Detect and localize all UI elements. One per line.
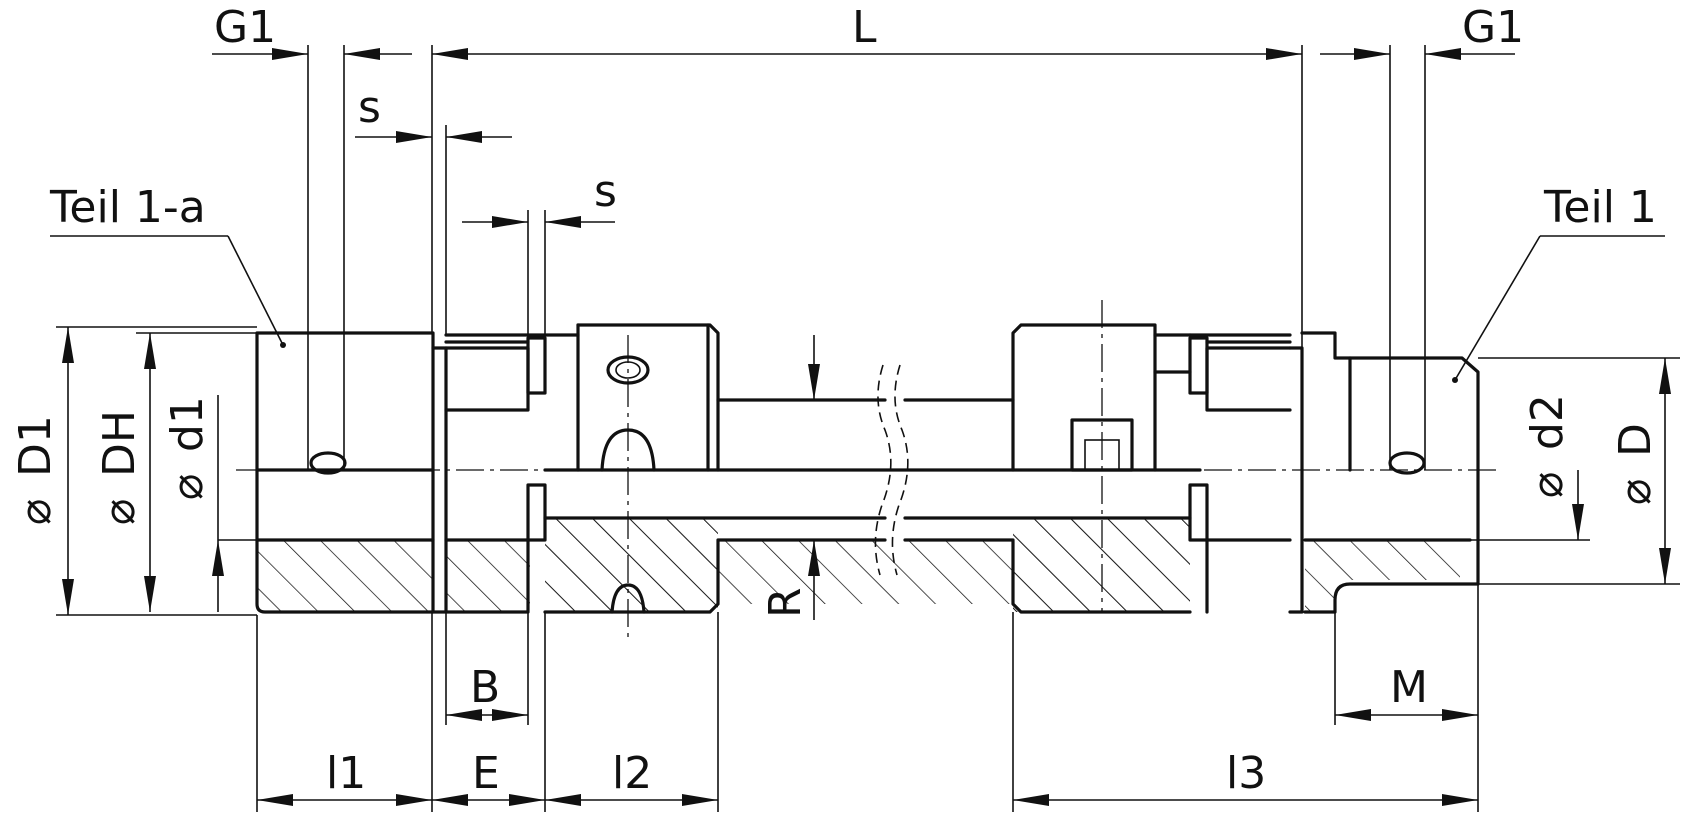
hatched-sections <box>257 518 1460 612</box>
label-d1-group: ⌀ d1 <box>162 396 213 500</box>
arrow-l3-left <box>1013 794 1049 806</box>
center-bottom-left <box>543 538 887 614</box>
arrow-g1-left-1 <box>272 48 308 60</box>
arrow-l3-right <box>1442 794 1478 806</box>
hatch-hub-right <box>1305 540 1460 612</box>
jaw-right-tooth-bot <box>1188 483 1209 542</box>
hatch-spider-left <box>446 540 530 612</box>
arrow-D-bot <box>1659 548 1671 584</box>
diameter-symbol-D: ⌀ <box>1610 479 1661 506</box>
arrow-B-right <box>492 709 528 721</box>
arrow-B-left <box>446 709 482 721</box>
break-line-1 <box>874 364 892 576</box>
label-l1: l1 <box>326 748 366 799</box>
leader-teil-1-dot <box>1452 377 1458 383</box>
jaw-right-3 <box>1205 538 1292 614</box>
label-s-top: s <box>358 82 381 133</box>
label-D-group: ⌀ D <box>1610 423 1661 505</box>
clamp-screw-left-bottom <box>610 583 646 614</box>
hub-left-outline <box>255 331 435 614</box>
hatch-center-left <box>545 518 718 612</box>
label-l3: l3 <box>1226 748 1266 799</box>
label-g1-left: G1 <box>214 2 276 53</box>
arrow-l2-left <box>545 794 581 806</box>
label-M: M <box>1390 662 1428 713</box>
label-teil-1: Teil 1 <box>1543 182 1657 233</box>
jaw-left-tooth-top <box>526 336 547 395</box>
arrow-R-bot <box>808 540 820 576</box>
jaw-right-1 <box>1288 346 1304 614</box>
label-L: L <box>852 2 877 53</box>
diameter-symbol-DH: ⌀ <box>94 499 145 526</box>
arrow-L-left <box>432 48 468 60</box>
clamp-right-outline <box>1011 323 1157 472</box>
label-teil-1a: Teil 1-a <box>49 182 206 233</box>
arrow-D1-top <box>62 327 74 363</box>
arrow-g1-left-2 <box>344 48 380 60</box>
label-D1-group: ⌀ D1 <box>10 415 61 525</box>
leader-teil-1a-dot <box>280 342 286 348</box>
label-R-group: R <box>760 587 811 618</box>
arrow-s-top-1 <box>396 131 432 143</box>
arrow-DH-bot <box>144 576 156 612</box>
clamp-left-top <box>576 323 720 472</box>
arrow-M-right <box>1442 709 1478 721</box>
hatch-hub-left <box>257 540 433 612</box>
leader-teil-1-d <box>1454 235 1541 381</box>
label-d1: d1 <box>162 396 213 452</box>
jaw-left-tooth-bot <box>526 483 547 542</box>
arrow-s-top-2 <box>446 131 482 143</box>
dimension-labels: G1 L G1 s s Teil 1-a Teil 1 ⌀ D1 ⌀ DH ⌀ … <box>10 2 1661 799</box>
arrow-l1-right <box>396 794 432 806</box>
label-s-mid: s <box>594 166 617 217</box>
label-D1: D1 <box>10 415 61 477</box>
label-D: D <box>1610 423 1661 457</box>
leader-teil-1a-d <box>227 235 284 346</box>
arrow-L-right <box>1266 48 1302 60</box>
arrow-l2-right <box>682 794 718 806</box>
label-B: B <box>470 662 500 713</box>
diameter-symbol-D1: ⌀ <box>10 499 61 526</box>
label-E: E <box>472 748 500 799</box>
arrow-s-mid-2 <box>545 216 581 228</box>
fasteners <box>309 300 1426 640</box>
arrow-l1-left <box>257 794 293 806</box>
jaw-left-3 <box>444 538 530 614</box>
label-l2: l2 <box>612 748 652 799</box>
arrow-E-right <box>509 794 545 806</box>
arrow-g1-right-2 <box>1425 48 1461 60</box>
arrow-d1 <box>212 540 224 576</box>
center-bottom-right <box>903 538 1192 614</box>
arrow-g1-right-1 <box>1354 48 1390 60</box>
arrow-D1-bot <box>62 579 74 615</box>
jaw-right-2 <box>1205 346 1292 412</box>
arrow-d2 <box>1572 504 1584 540</box>
break-line-2 <box>891 364 909 576</box>
dimension-lines <box>50 45 1680 812</box>
diameter-symbol-d2: ⌀ <box>1522 472 1573 499</box>
arrow-D-top <box>1659 358 1671 394</box>
arrow-DH-top <box>144 333 156 369</box>
setscrew-left <box>309 451 347 475</box>
label-g1-right: G1 <box>1462 2 1524 53</box>
arrow-s-mid-1 <box>492 216 528 228</box>
label-R: R <box>760 587 811 618</box>
jaw-left-2 <box>444 346 530 412</box>
jaw-right-tooth-top <box>1188 336 1209 395</box>
label-d2: d2 <box>1522 394 1573 450</box>
hub-right-outline <box>1300 331 1480 614</box>
arrow-R-top <box>808 364 820 400</box>
break-lines <box>874 364 909 576</box>
label-d2-group: ⌀ d2 <box>1522 394 1573 498</box>
label-DH-group: ⌀ DH <box>94 410 145 525</box>
diameter-symbol-d1: ⌀ <box>162 474 213 501</box>
label-DH: DH <box>94 410 145 477</box>
arrow-M-left <box>1335 709 1371 721</box>
jaw-left-1 <box>431 346 448 614</box>
arrow-E-left <box>432 794 468 806</box>
